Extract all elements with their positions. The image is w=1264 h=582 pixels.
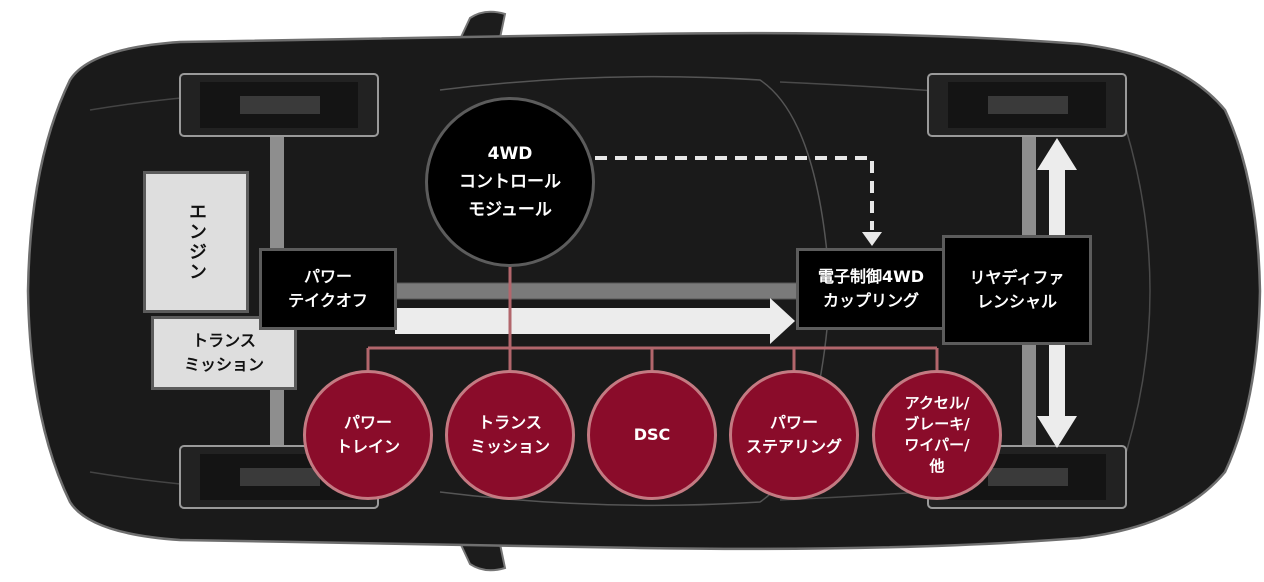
pto-label-line-2: テイクオフ xyxy=(288,291,368,310)
rear-differential-block: リヤディファ レンシャル xyxy=(942,235,1092,345)
4wd-control-module: 4WD コントロール モジュール xyxy=(425,97,595,267)
power-steering-module: パワー ステアリング xyxy=(729,370,859,500)
control-module-line-3: モジュール xyxy=(468,200,552,220)
pto-label-line-1: パワー xyxy=(303,267,352,286)
module-label: アクセル/ xyxy=(904,394,970,412)
rear-diff-label-line-1: リヤディファ xyxy=(969,268,1065,287)
control-module-line-1: 4WD xyxy=(487,144,533,164)
coupling-label-line-2: カップリング xyxy=(822,291,919,310)
rear-diff-label-line-2: レンシャル xyxy=(976,292,1057,311)
powertrain-module: パワー トレイン xyxy=(303,370,433,500)
control-signal-line xyxy=(595,156,874,230)
module-label: ブレーキ/ xyxy=(904,415,970,433)
accel-brake-wiper-module: アクセル/ ブレーキ/ ワイパー/ 他 xyxy=(872,370,1002,500)
transmission-module: トランス ミッション xyxy=(445,370,575,500)
module-label: パワー xyxy=(343,413,392,432)
rear-left-wheel xyxy=(927,73,1127,137)
torque-flow-arrow xyxy=(395,298,795,344)
transmission-label-line-1: トランス xyxy=(192,331,256,350)
module-label: 他 xyxy=(929,457,945,475)
module-label: トランス xyxy=(478,413,542,432)
control-module-line-2: コントロール xyxy=(459,172,561,192)
transmission-label-line-2: ミッション xyxy=(183,355,264,374)
engine-block: エンジン xyxy=(143,171,249,313)
dsc-module: DSC xyxy=(587,370,717,500)
control-signal-head xyxy=(862,232,882,246)
module-label: トレイン xyxy=(335,437,400,456)
module-label: パワー xyxy=(769,413,818,432)
propeller-shaft xyxy=(394,282,801,300)
power-takeoff-block: パワー テイクオフ xyxy=(259,248,397,330)
module-label: ステアリング xyxy=(745,437,842,456)
electronic-4wd-coupling-block: 電子制御4WD カップリング xyxy=(796,248,946,330)
module-label: ミッション xyxy=(469,437,550,456)
front-left-wheel xyxy=(179,73,379,137)
engine-label: エンジン xyxy=(186,202,207,282)
coupling-label-line-1: 電子制御4WD xyxy=(817,267,925,286)
module-label: ワイパー/ xyxy=(904,436,970,454)
module-label: DSC xyxy=(633,425,671,444)
